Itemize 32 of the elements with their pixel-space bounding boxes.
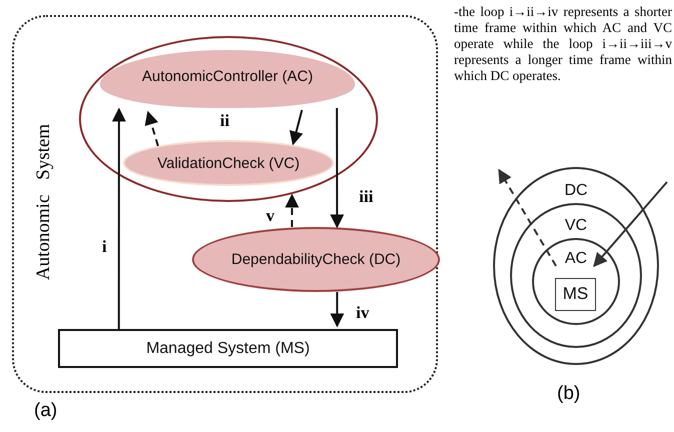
node-label: DependabilityCheck (DC) — [231, 251, 401, 268]
ellipse-outline — [79, 36, 378, 202]
arrow — [112, 108, 126, 329]
node-label: AutonomicController (AC) — [142, 68, 313, 85]
node-label: VC — [564, 217, 588, 235]
node-label: Managed System (MS) — [146, 340, 310, 358]
managed-system-box — [58, 329, 398, 368]
dashed-arrow — [498, 168, 557, 267]
system-label: Autonomic System — [33, 124, 55, 280]
panel-label: (a) — [34, 400, 58, 422]
edge-label: iii — [358, 188, 374, 205]
edge-label: ii — [219, 112, 230, 129]
dashed-arrow — [284, 194, 299, 227]
node-label: DC — [564, 182, 588, 200]
outer-circle — [493, 167, 659, 365]
edge-label: iv — [355, 304, 370, 321]
arrow — [593, 181, 668, 268]
node-label: ValidationCheck (VC) — [157, 155, 300, 172]
edge-label: i — [101, 238, 108, 255]
validation-ellipse — [123, 140, 334, 186]
note-text: -the loop i→ii→iv represents a shorter time frame within which AC and VC operate while the loop i→ii→iii→v represents a longer time frame within which DC operates. — [454, 4, 672, 84]
node-label: AC — [564, 250, 588, 268]
arrow — [330, 108, 344, 228]
arrow — [330, 292, 344, 328]
dashed-arrow — [144, 110, 159, 146]
middle-circle — [510, 203, 642, 348]
node-label: MS — [562, 284, 588, 304]
system-boundary — [12, 15, 438, 393]
arrow — [289, 110, 304, 146]
inner-circle — [532, 238, 620, 325]
panel-label: (b) — [557, 383, 580, 405]
managed-system-box — [555, 278, 596, 311]
